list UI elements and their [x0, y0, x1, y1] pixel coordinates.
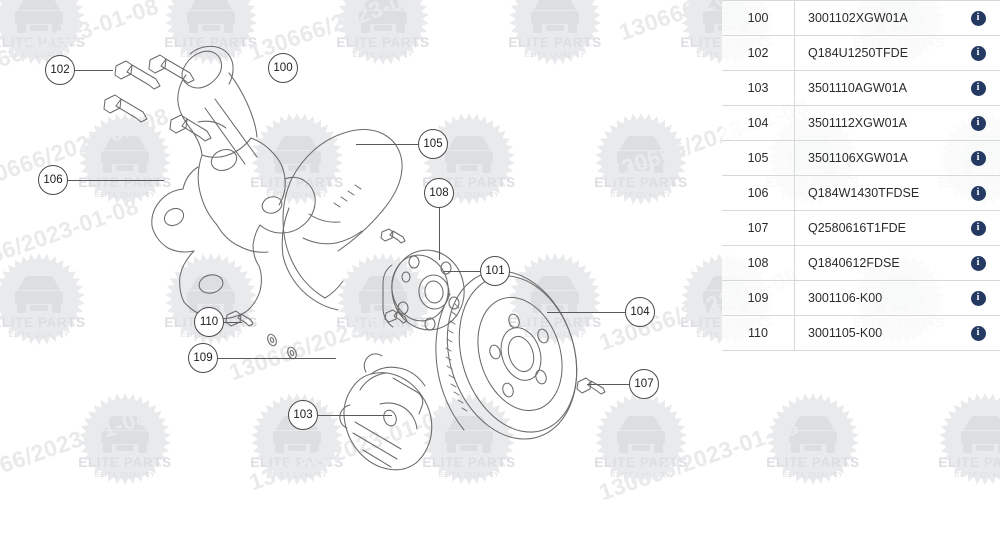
- cell-part-number[interactable]: 3501110AGW01A: [808, 80, 907, 95]
- cell-ref: 100: [722, 0, 795, 36]
- leader-line-106: [68, 180, 164, 181]
- table-row[interactable]: 103 3501110AGW01A i: [722, 70, 1000, 106]
- cell-part-number[interactable]: 3001105-K00: [808, 325, 883, 340]
- cell-part-number[interactable]: 3001102XGW01A: [808, 10, 908, 25]
- table-row[interactable]: 105 3501106XGW01A i: [722, 140, 1000, 176]
- callout-108[interactable]: 108: [424, 178, 454, 208]
- svg-text:ELITE PARTS: ELITE PARTS: [766, 455, 859, 470]
- leader-line-108: [439, 208, 440, 260]
- leader-line-103: [318, 415, 392, 416]
- info-icon[interactable]: i: [970, 80, 986, 96]
- cell-info: i: [956, 141, 1000, 176]
- callout-101[interactable]: 101: [480, 256, 510, 286]
- callout-109[interactable]: 109: [188, 343, 218, 373]
- info-icon[interactable]: i: [970, 45, 986, 61]
- callout-100[interactable]: 100: [268, 53, 298, 83]
- cell-ref: 105: [722, 140, 795, 176]
- callout-103[interactable]: 103: [288, 400, 318, 430]
- leader-line-110: [224, 322, 242, 323]
- cell-part-number[interactable]: 3001106-K00: [808, 290, 883, 305]
- info-icon[interactable]: i: [970, 325, 986, 341]
- cell-ref: 102: [722, 35, 795, 71]
- cell-part-number[interactable]: Q184U1250TFDE: [808, 45, 909, 60]
- cell-info: i: [956, 211, 1000, 246]
- cell-info: i: [956, 71, 1000, 106]
- leader-line-101: [444, 271, 480, 272]
- callout-106[interactable]: 106: [38, 165, 68, 195]
- info-icon[interactable]: i: [970, 10, 986, 26]
- leader-line-109: [218, 358, 336, 359]
- callout-102[interactable]: 102: [45, 55, 75, 85]
- callout-104[interactable]: 104: [625, 297, 655, 327]
- cell-ref: 107: [722, 210, 795, 246]
- table-row[interactable]: 102 Q184U1250TFDE i: [722, 35, 1000, 71]
- callout-107[interactable]: 107: [629, 369, 659, 399]
- table-row[interactable]: 107 Q2580616T1FDE i: [722, 210, 1000, 246]
- table-row[interactable]: 104 3501112XGW01A i: [722, 105, 1000, 141]
- cell-ref: 109: [722, 280, 795, 316]
- watermark-gear-logo: ELITE PARTS ELITE QUALITY: [924, 378, 1000, 500]
- callout-105[interactable]: 105: [418, 129, 448, 159]
- table-row[interactable]: 108 Q1840612FDSE i: [722, 245, 1000, 281]
- exploded-parts-diagram: [103, 45, 606, 471]
- cell-ref: 106: [722, 175, 795, 211]
- cell-info: i: [956, 281, 1000, 316]
- cell-ref: 104: [722, 105, 795, 141]
- cell-part-number[interactable]: Q2580616T1FDE: [808, 220, 906, 235]
- cell-part-number[interactable]: Q184W1430TFDSE: [808, 185, 920, 200]
- cell-info: i: [956, 316, 1000, 351]
- info-icon[interactable]: i: [970, 220, 986, 236]
- cell-info: i: [956, 1, 1000, 36]
- svg-text:ELITE QUALITY: ELITE QUALITY: [955, 470, 1000, 479]
- watermark-gear-logo: ELITE PARTS ELITE QUALITY: [752, 378, 874, 500]
- svg-text:ELITE QUALITY: ELITE QUALITY: [783, 470, 844, 479]
- cell-part-number[interactable]: 3501106XGW01A: [808, 150, 908, 165]
- info-icon[interactable]: i: [970, 150, 986, 166]
- table-row[interactable]: 100 3001102XGW01A i: [722, 0, 1000, 36]
- cell-info: i: [956, 246, 1000, 281]
- table-row[interactable]: 110 3001105-K00 i: [722, 315, 1000, 351]
- cell-info: i: [956, 106, 1000, 141]
- leader-line-107: [587, 384, 629, 385]
- info-icon[interactable]: i: [970, 115, 986, 131]
- cell-part-number[interactable]: 3501112XGW01A: [808, 115, 907, 130]
- table-row[interactable]: 106 Q184W1430TFDSE i: [722, 175, 1000, 211]
- svg-text:ELITE PARTS: ELITE PARTS: [938, 455, 1000, 470]
- leader-line-102: [75, 70, 113, 71]
- info-icon[interactable]: i: [970, 185, 986, 201]
- cell-info: i: [956, 36, 1000, 71]
- callout-110[interactable]: 110: [194, 307, 224, 337]
- info-icon[interactable]: i: [970, 290, 986, 306]
- cell-ref: 110: [722, 315, 795, 351]
- leader-line-104: [547, 312, 625, 313]
- table-row[interactable]: 109 3001106-K00 i: [722, 280, 1000, 316]
- cell-info: i: [956, 176, 1000, 211]
- cell-part-number[interactable]: Q1840612FDSE: [808, 255, 900, 270]
- leader-line-105: [356, 144, 418, 145]
- cell-ref: 103: [722, 70, 795, 106]
- parts-table: 100 3001102XGW01A i 102 Q184U1250TFDE i 103 350…: [722, 0, 1000, 351]
- info-icon[interactable]: i: [970, 255, 986, 271]
- cell-ref: 108: [722, 245, 795, 281]
